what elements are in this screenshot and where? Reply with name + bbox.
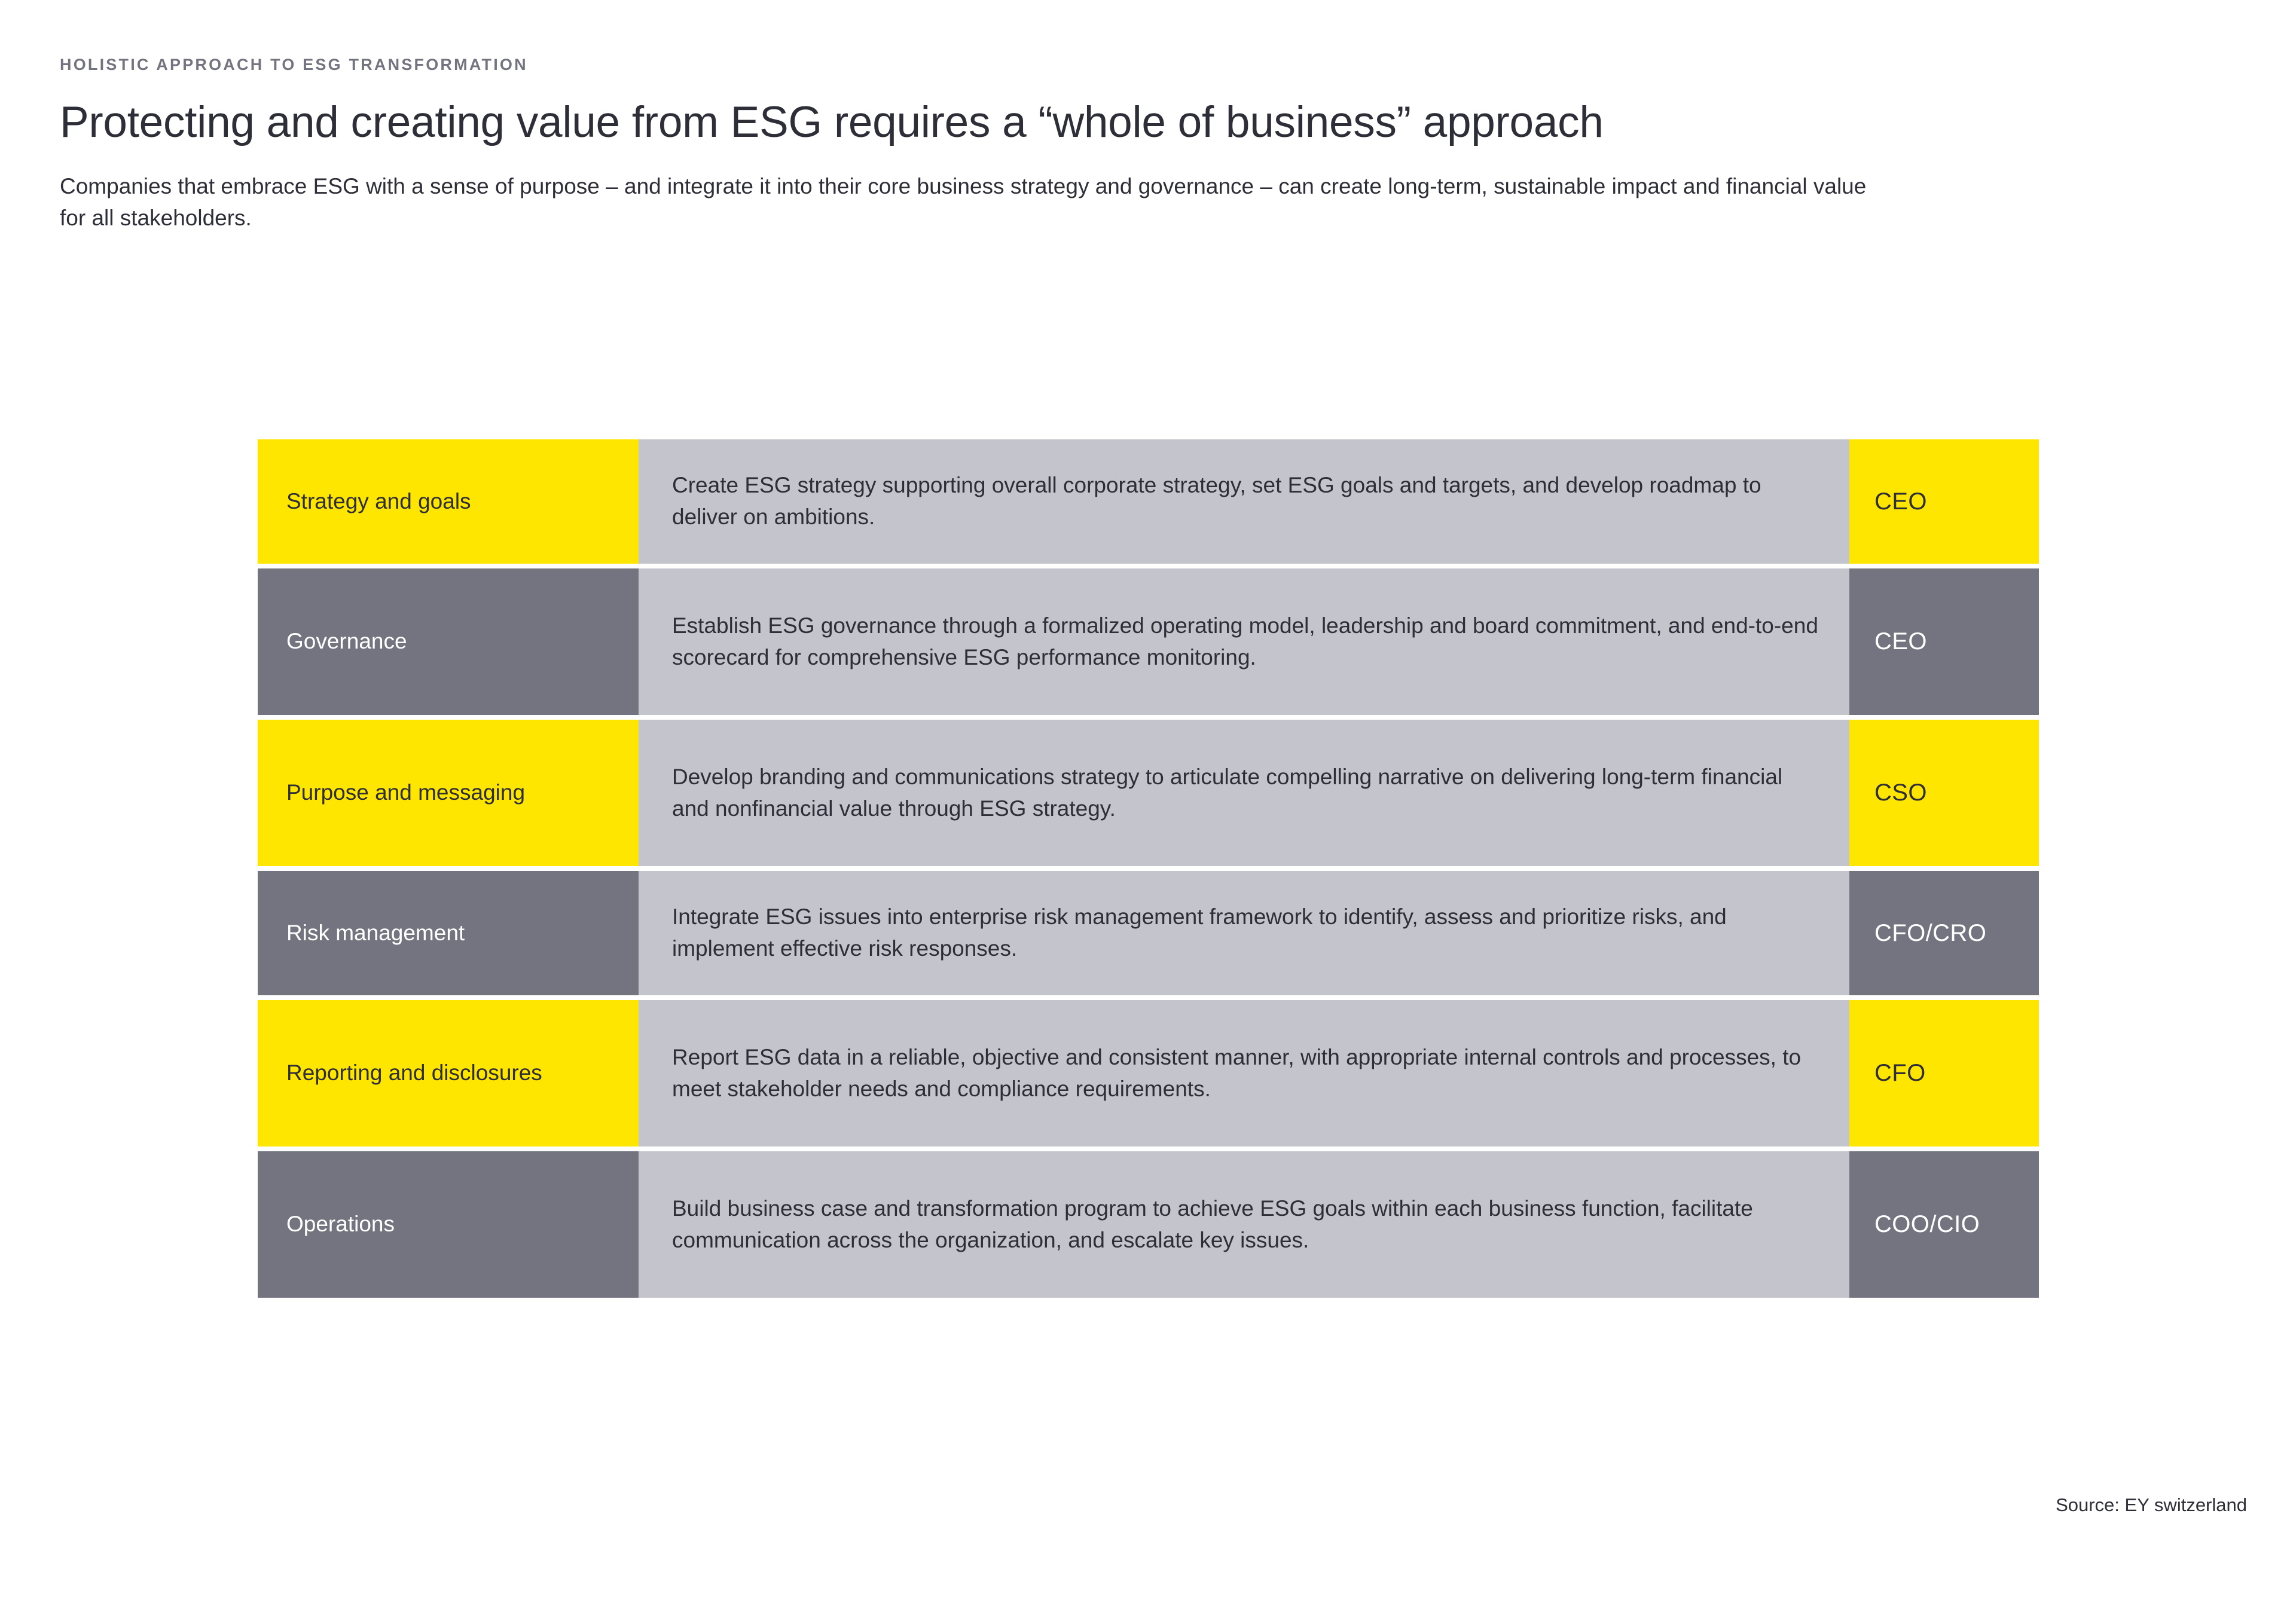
row-description-purpose-and-messaging: Develop branding and communications stra… [639,720,1849,866]
row-role-reporting-and-disclosures: CFO [1849,1000,2039,1146]
esg-responsibility-matrix: Strategy and goals Create ESG strategy s… [258,439,2039,1298]
row-label-operations: Operations [258,1151,639,1298]
table-row: Reporting and disclosures Report ESG dat… [258,1000,2039,1146]
row-label-strategy-and-goals: Strategy and goals [258,439,639,564]
row-role-strategy-and-goals: CEO [1849,439,2039,564]
page-subtitle: Companies that embrace ESG with a sense … [60,174,1867,230]
table-row: Governance Establish ESG governance thro… [258,568,2039,715]
row-description-operations: Build business case and transformation p… [639,1151,1849,1298]
row-description-risk-management: Integrate ESG issues into enterprise ris… [639,871,1849,995]
eyebrow-label: HOLISTIC APPROACH TO ESG TRANSFORMATION [60,56,528,74]
row-role-purpose-and-messaging: CSO [1849,720,2039,866]
row-description-strategy-and-goals: Create ESG strategy supporting overall c… [639,439,1849,564]
page-title: Protecting and creating value from ESG r… [60,98,1604,147]
row-label-purpose-and-messaging: Purpose and messaging [258,720,639,866]
page-header: HOLISTIC APPROACH TO ESG TRANSFORMATION … [60,55,1973,234]
row-role-governance: CEO [1849,568,2039,715]
row-role-risk-management: CFO/CRO [1849,871,2039,995]
table-row: Strategy and goals Create ESG strategy s… [258,439,2039,564]
table-row: Risk management Integrate ESG issues int… [258,871,2039,995]
row-role-operations: COO/CIO [1849,1151,2039,1298]
row-description-reporting-and-disclosures: Report ESG data in a reliable, objective… [639,1000,1849,1146]
row-label-governance: Governance [258,568,639,715]
row-label-risk-management: Risk management [258,871,639,995]
table-row: Operations Build business case and trans… [258,1151,2039,1298]
table-row: Purpose and messaging Develop branding a… [258,720,2039,866]
row-description-governance: Establish ESG governance through a forma… [639,568,1849,715]
source-attribution: Source: EY switzerland [2056,1494,2247,1515]
row-label-reporting-and-disclosures: Reporting and disclosures [258,1000,639,1146]
